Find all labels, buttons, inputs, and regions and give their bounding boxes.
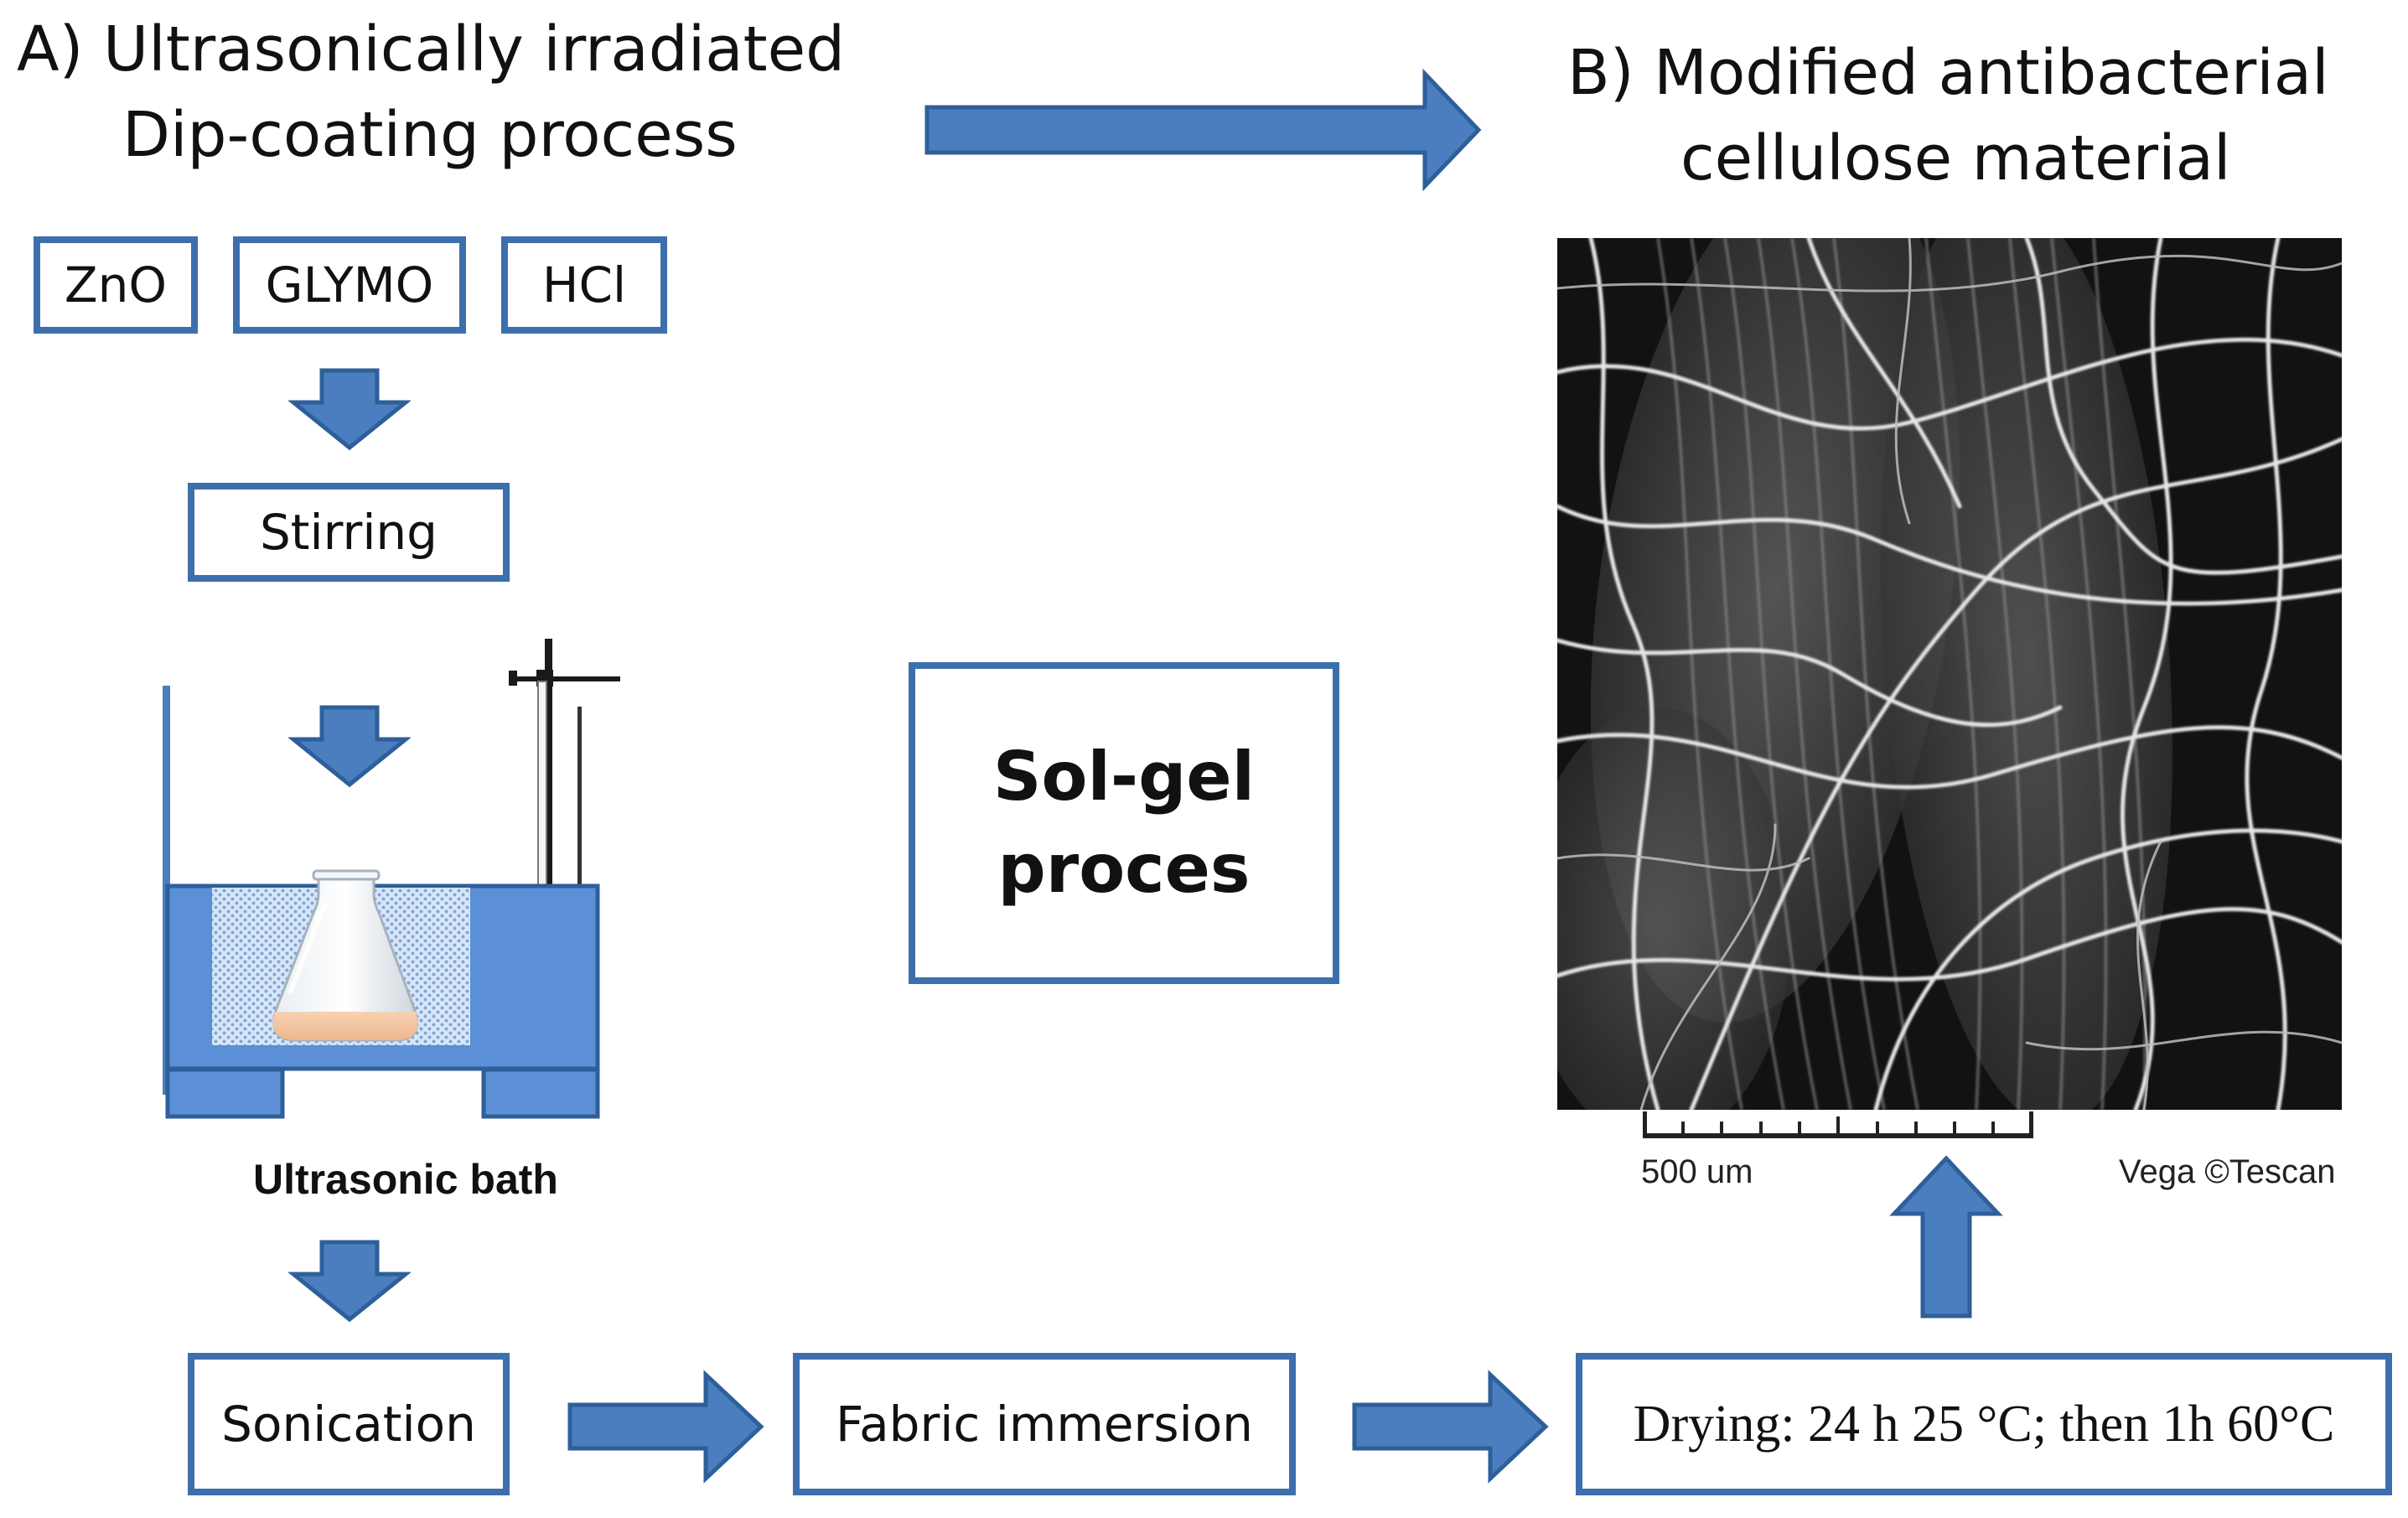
fabric-immersion-label: Fabric immersion: [836, 1396, 1253, 1453]
section-b-title: B) Modified antibacterial cellulose mate…: [1542, 30, 2380, 201]
stirring-label: Stirring: [259, 504, 438, 561]
sem-micrograph-image: [1557, 238, 2342, 1110]
reagent-box-hcl: HCl: [501, 236, 667, 334]
scale-bar-icon: [1643, 1111, 2033, 1138]
sol-gel-line2: proces: [997, 830, 1251, 908]
reagent-label: HCl: [541, 256, 627, 313]
sol-gel-line1: Sol-gel: [992, 738, 1256, 816]
reagent-label: ZnO: [64, 256, 168, 313]
down-arrow-icon: [288, 705, 411, 788]
down-arrow-icon: [288, 1240, 411, 1323]
scale-bar-label: 500 um: [1641, 1153, 1753, 1190]
right-arrow-icon: [1352, 1370, 1549, 1484]
section-a-title: A) Ultrasonically irradiated Dip-coating…: [17, 7, 846, 178]
section-b-title-line2: cellulose material: [1680, 122, 2231, 194]
sol-gel-box: Sol-gel proces: [909, 662, 1339, 984]
section-a-title-line1: A) Ultrasonically irradiated: [17, 13, 846, 85]
fabric-immersion-box: Fabric immersion: [793, 1353, 1296, 1495]
drying-label: Drying: 24 h 25 °C; then 1h 60°C: [1633, 1395, 2335, 1453]
sonication-box: Sonication: [188, 1353, 510, 1495]
ultrasonic-bath-label: Ultrasonic bath: [253, 1156, 558, 1203]
up-arrow-icon: [1889, 1155, 2003, 1319]
right-arrow-icon: [567, 1370, 764, 1484]
ultrasonic-bath-illustration: [163, 639, 620, 1119]
reagent-box-zno: ZnO: [34, 236, 198, 334]
section-a-title-line2: Dip-coating process: [122, 99, 738, 171]
stirring-box: Stirring: [188, 483, 510, 582]
right-arrow-icon: [924, 68, 1482, 192]
section-b-title-line1: B) Modified antibacterial: [1567, 37, 2329, 109]
reagent-box-glymo: GLYMO: [233, 236, 466, 334]
reagent-label: GLYMO: [265, 256, 434, 313]
sem-credit-label: Vega ©Tescan: [2119, 1153, 2336, 1190]
down-arrow-icon: [288, 368, 411, 451]
drying-box: Drying: 24 h 25 °C; then 1h 60°C: [1576, 1353, 2392, 1495]
sonication-label: Sonication: [221, 1396, 476, 1453]
